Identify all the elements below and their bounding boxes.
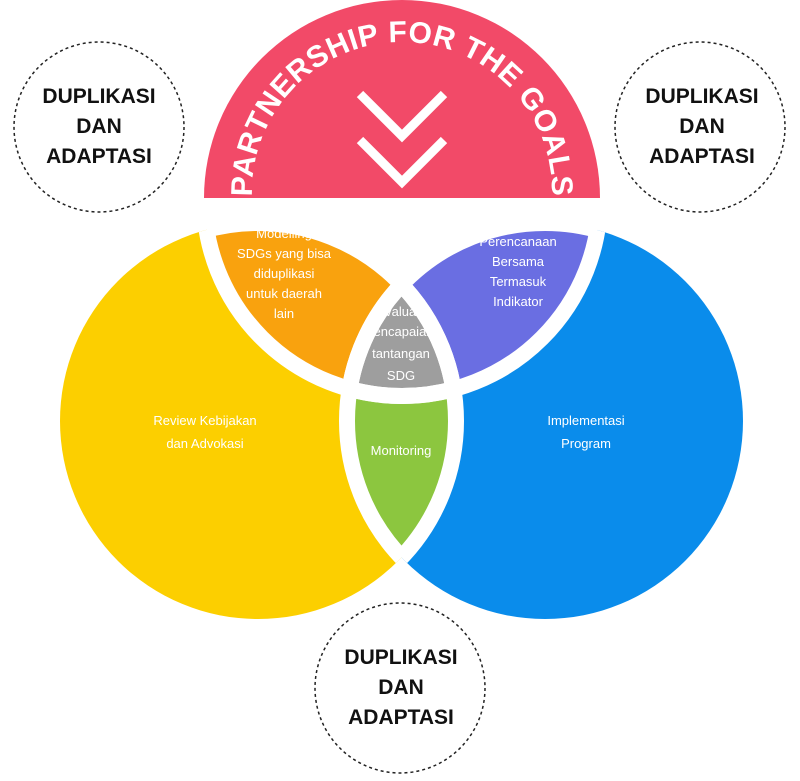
corner-label-line: ADAPTASI [348,706,454,729]
label-review: Review Kebijakan dan Advokasi [153,413,256,451]
corner-label-line: DUPLIKASI [42,85,155,108]
dashed-circle-bottom [314,602,486,774]
double-chevron-down-icon [356,90,448,189]
evaluasi-line: Pencapaian, [365,324,437,339]
corner-label-line: DUPLIKASI [645,85,758,108]
corner-label-line: ADAPTASI [649,145,755,168]
implementasi-line: Program [561,436,611,451]
label-implementasi: Implementasi Program [547,413,624,451]
ring-red-b [347,223,608,404]
label-monitoring: Monitoring [371,443,432,458]
corner-label-line: DAN [76,115,122,138]
ring-yellow-b [347,223,464,619]
modelling-line: untuk daerah [246,286,322,301]
modelling-line: lain [274,306,294,321]
modelling-line: Modelling [256,226,312,241]
modelling-line: SDGs yang bisa [237,246,332,261]
label-evaluasi: Evaluasi Pencapaian, tantangan SDG [365,304,437,383]
corner-label-line: DUPLIKASI [344,646,457,669]
red-region [204,0,600,198]
label-modelling: Modelling SDGs yang bisa diduplikasi unt… [237,226,332,321]
evaluasi-line: tantangan [372,346,430,361]
modelling-line: diduplikasi [254,266,315,281]
perencanaan-line: Indikator [493,294,544,309]
corner-label-bottom: DUPLIKASI DAN ADAPTASI [344,646,457,729]
perencanaan-line: Bersama [492,254,545,269]
evaluasi-line: Evaluasi [376,304,425,319]
monitoring-line: Monitoring [371,443,432,458]
corner-label-line: ADAPTASI [46,145,152,168]
perencanaan-line: Termasuk [490,274,547,289]
ring-blue-b [339,223,456,619]
ring-yellow [204,215,464,396]
corner-label-top-left: DUPLIKASI DAN ADAPTASI [42,85,155,168]
dashed-circle-top-left [13,41,185,213]
evaluasi-line: SDG [387,368,415,383]
dashed-circle-top-right [614,41,786,213]
implementasi-line: Implementasi [547,413,624,428]
review-line: Review Kebijakan [153,413,256,428]
corner-label-line: DAN [679,115,725,138]
corner-label-line: DAN [378,676,424,699]
perencanaan-line: Perencanaan [479,234,556,249]
label-perencanaan: Perencanaan Bersama Termasuk Indikator [479,234,556,309]
ring-blue [339,215,600,396]
corner-label-top-right: DUPLIKASI DAN ADAPTASI [645,85,758,168]
review-line: dan Advokasi [166,436,243,451]
